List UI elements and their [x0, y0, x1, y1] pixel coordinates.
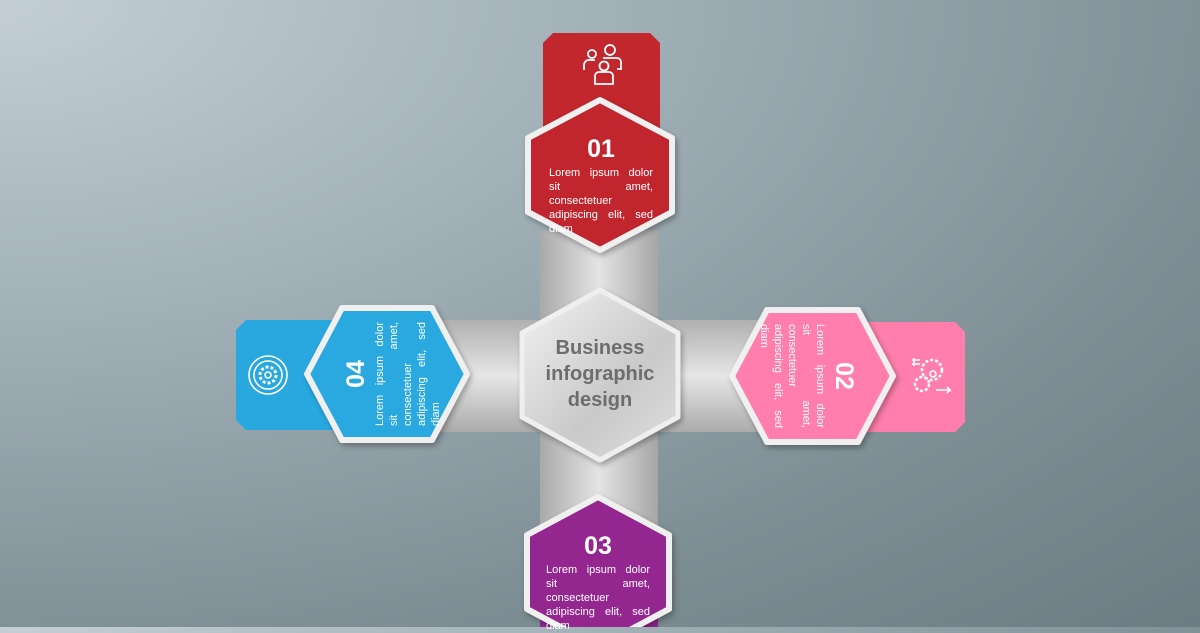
step1-hex: [525, 97, 675, 253]
step4-hex: [304, 305, 470, 443]
step1-content: 01 Lorem ipsum dolor sit amet, consectet…: [549, 134, 653, 236]
step2-tab: [855, 322, 965, 432]
step1-number: 01: [587, 135, 615, 163]
step3-content: 03 Lorem ipsum dolor sit amet, consectet…: [546, 531, 650, 633]
step2-text: Lorem ipsum dolor sit amet, consectetuer…: [758, 324, 826, 428]
step2-number: 02: [830, 362, 858, 390]
step3-hex: [524, 494, 672, 627]
step2-hex: [729, 307, 896, 445]
step4-number: 04: [342, 360, 370, 388]
gear-cycle-icon: [248, 355, 288, 395]
step4-content: 04 Lorem ipsum dolor sit amet, consectet…: [341, 322, 442, 426]
people-icon: [583, 44, 622, 85]
center-title: Business infographic design: [545, 337, 655, 411]
process-gears-icon: [912, 358, 952, 394]
step1-text: Lorem ipsum dolor sit amet, consectetuer…: [549, 167, 653, 235]
step3-number: 03: [584, 532, 612, 560]
center-hex: [519, 287, 681, 463]
step4-text: Lorem ipsum dolor sit amet, consectetuer…: [374, 322, 442, 426]
step3-text: Lorem ipsum dolor sit amet, consectetuer…: [546, 564, 650, 632]
step2-content: 02 Lorem ipsum dolor sit amet, consectet…: [758, 324, 859, 428]
